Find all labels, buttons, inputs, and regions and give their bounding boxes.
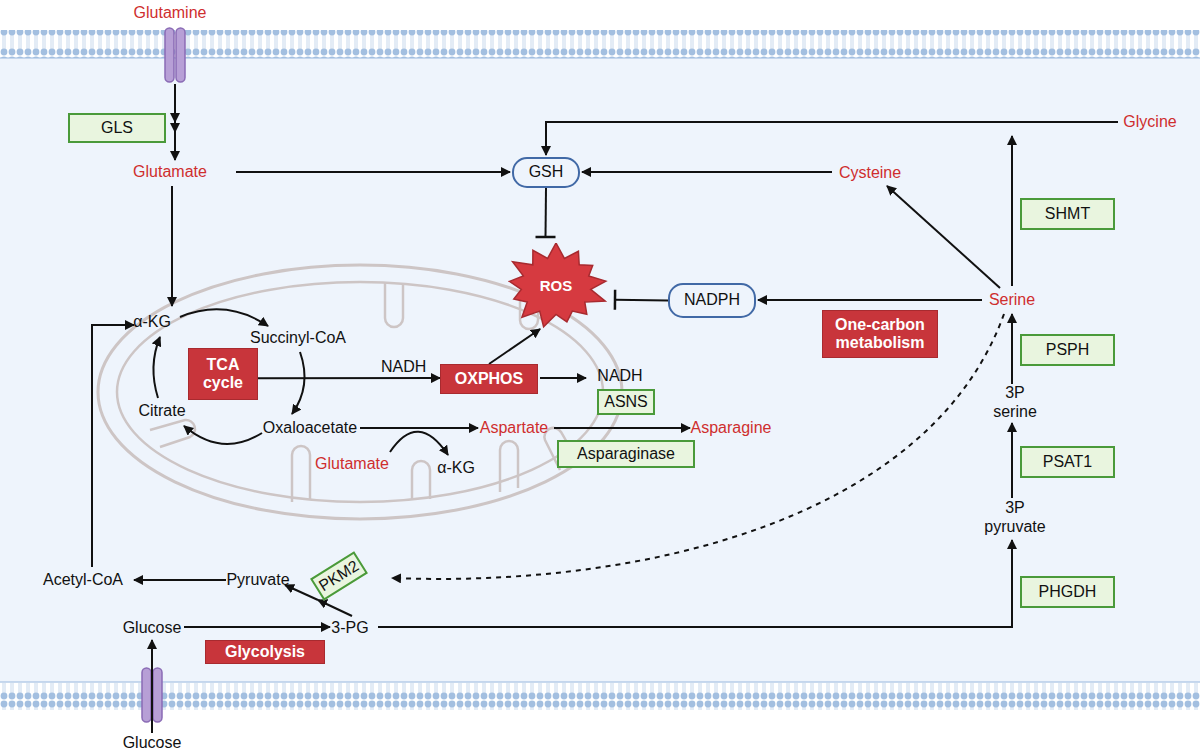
cytoplasm bbox=[0, 58, 1200, 682]
label: 3P pyruvate bbox=[979, 498, 1051, 536]
label: NADH bbox=[597, 366, 642, 385]
metabolite-label: Aspartate bbox=[480, 418, 548, 437]
edge-label: NADH bbox=[381, 358, 426, 376]
enzyme-box: ASNS bbox=[597, 389, 655, 415]
metabolite-box: GSH bbox=[512, 157, 580, 188]
arrow-connector bbox=[489, 329, 540, 364]
label: Glucose bbox=[123, 733, 182, 752]
label: Acetyl-CoA bbox=[43, 570, 123, 589]
node-text: Asparaginase bbox=[577, 445, 675, 463]
label: α-KG bbox=[133, 312, 171, 331]
enzyme-box: PSPH bbox=[1020, 334, 1115, 366]
metabolite-label: Glutamate bbox=[133, 162, 207, 181]
cell-membrane bbox=[0, 682, 1200, 710]
pathway-box: TCA cycle bbox=[188, 348, 258, 400]
star-outline bbox=[509, 243, 605, 327]
enzyme-box: SHMT bbox=[1020, 198, 1115, 230]
label: Glucose bbox=[123, 618, 182, 637]
arrow-connector bbox=[258, 377, 440, 379]
metabolite-label: Cysteine bbox=[839, 163, 901, 182]
metabolite-label: Glutamate bbox=[315, 454, 389, 473]
node-text: PSPH bbox=[1046, 341, 1090, 359]
inhibition-bar bbox=[614, 290, 617, 310]
transporter bbox=[165, 28, 185, 82]
pathway-box: One-carbon metabolism bbox=[822, 310, 938, 358]
node-text: One-carbon metabolism bbox=[823, 316, 937, 353]
pathway-arrows bbox=[92, 84, 1118, 733]
node-text: PHGDH bbox=[1039, 583, 1097, 601]
label: 3P serine bbox=[988, 383, 1043, 421]
metabolite-box: NADPH bbox=[668, 283, 756, 318]
label: 3-PG bbox=[331, 618, 368, 637]
label: Succinyl-CoA bbox=[250, 328, 346, 347]
node-text: ROS bbox=[540, 277, 573, 294]
enzyme-box: PSAT1 bbox=[1020, 446, 1115, 478]
metabolite-label: Serine bbox=[989, 290, 1035, 309]
inhibition-connector bbox=[615, 299, 668, 302]
label: Citrate bbox=[138, 401, 185, 420]
node-text: NADPH bbox=[684, 291, 740, 309]
metabolite-label: Glycine bbox=[1123, 112, 1176, 131]
label: Pyruvate bbox=[226, 570, 289, 589]
label: Oxaloacetate bbox=[263, 418, 357, 437]
node-text: GLS bbox=[101, 119, 133, 137]
enzyme-box: GLS bbox=[68, 113, 166, 143]
node-text: Glycolysis bbox=[225, 643, 305, 661]
pathway-box: OXPHOS bbox=[440, 364, 538, 394]
node-text: GSH bbox=[529, 163, 564, 181]
inhibition-connector bbox=[545, 188, 548, 237]
node-text: ASNS bbox=[604, 393, 648, 411]
enzyme-box: PHGDH bbox=[1020, 576, 1115, 608]
ros-star: ROS bbox=[503, 243, 609, 329]
node-text: OXPHOS bbox=[455, 370, 523, 388]
label: α-KG bbox=[437, 458, 475, 477]
metabolite-label: Glutamine bbox=[134, 3, 207, 22]
metabolite-label: Asparagine bbox=[691, 418, 772, 437]
node-text: PSAT1 bbox=[1043, 453, 1093, 471]
node-text: TCA cycle bbox=[189, 356, 257, 393]
inhibition-bar bbox=[536, 236, 556, 239]
pathway-box: Glycolysis bbox=[205, 640, 325, 664]
node-text: SHMT bbox=[1045, 205, 1090, 223]
enzyme-box: Asparaginase bbox=[557, 440, 695, 468]
